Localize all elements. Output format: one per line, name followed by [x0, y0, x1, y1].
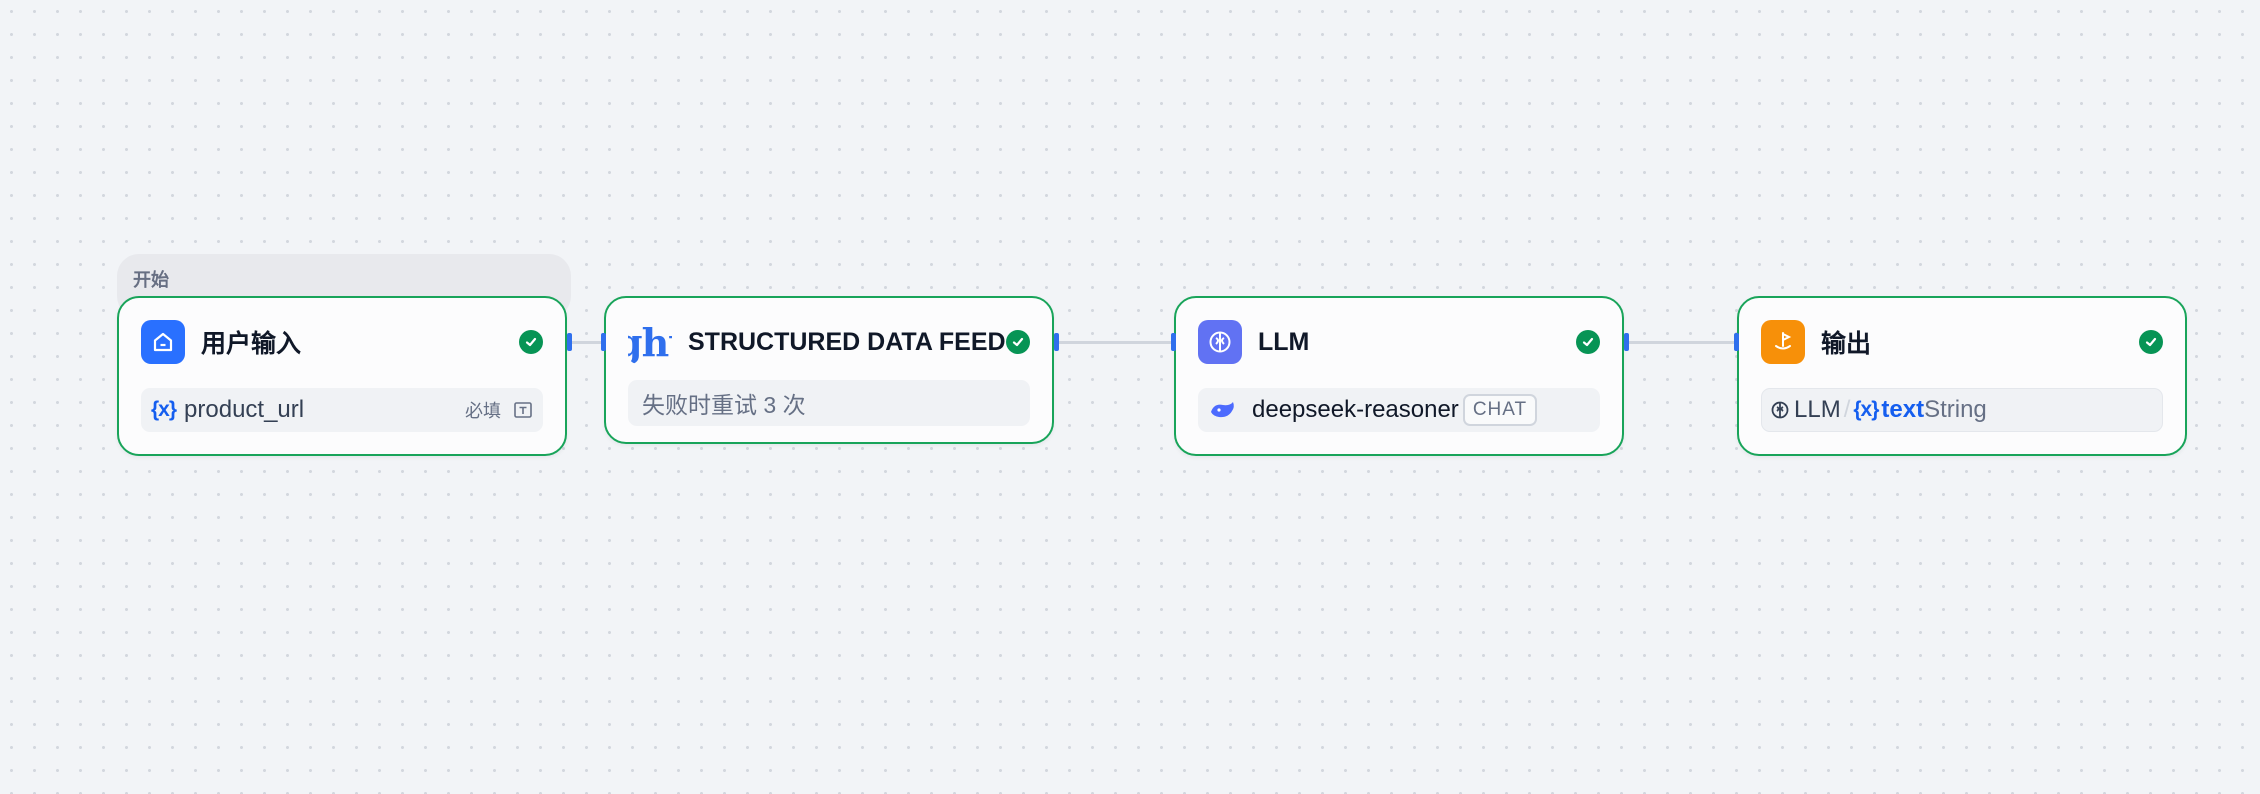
source-node-name: LLM: [1794, 396, 1841, 423]
tool-logo-icon: ght: [628, 320, 672, 364]
variable-type: String: [1924, 396, 1987, 423]
success-check-icon: [519, 330, 543, 354]
edge-start-tool[interactable]: [570, 341, 604, 344]
model-mode-badge: CHAT: [1462, 394, 1538, 426]
variable-icon: {x}: [1853, 398, 1879, 421]
retry-text: 失败时重试 3 次: [642, 392, 806, 418]
llm-output-port[interactable]: [1624, 333, 1629, 351]
variable-icon: {x}: [151, 398, 177, 421]
text-input-type-icon: [513, 400, 533, 420]
output-input-port[interactable]: [1734, 333, 1739, 351]
node-user-input[interactable]: 用户输入 {x} product_url 必填: [117, 296, 567, 456]
node-title: 输出: [1821, 330, 1872, 358]
llm-ref-icon: [1770, 400, 1790, 420]
group-label: 开始: [133, 270, 169, 290]
node-llm[interactable]: LLM deepseek-reasoner CHAT: [1174, 296, 1624, 456]
input-variable-row[interactable]: {x} product_url 必填: [141, 388, 543, 432]
edge-llm-output[interactable]: [1625, 341, 1737, 344]
brain-icon: [1198, 320, 1242, 364]
variable-name: text: [1881, 396, 1925, 423]
model-selector[interactable]: deepseek-reasoner CHAT: [1198, 388, 1600, 432]
node-structured-data-feeds[interactable]: ght STRUCTURED DATA FEEDS 失败时重试 3 次: [604, 296, 1054, 444]
node-title: LLM: [1258, 327, 1310, 356]
node-output[interactable]: 输出 LLM / {x} text String: [1737, 296, 2187, 456]
retry-info: 失败时重试 3 次: [628, 380, 1030, 426]
start-output-port[interactable]: [567, 333, 572, 351]
edge-tool-llm[interactable]: [1055, 341, 1175, 344]
deepseek-whale-icon: [1208, 399, 1238, 421]
node-title: 用户输入: [201, 330, 302, 358]
home-icon: [141, 320, 185, 364]
node-title: STRUCTURED DATA FEEDS: [688, 327, 1006, 356]
success-check-icon: [2139, 330, 2163, 354]
llm-input-port[interactable]: [1171, 333, 1176, 351]
variable-name: product_url: [184, 396, 305, 423]
success-check-icon: [1576, 330, 1600, 354]
output-icon: [1761, 320, 1805, 364]
required-label: 必填: [465, 401, 501, 421]
model-name: deepseek-reasoner: [1252, 396, 1459, 423]
tool-input-port[interactable]: [601, 333, 606, 351]
path-separator: /: [1843, 396, 1851, 423]
tool-output-port[interactable]: [1054, 333, 1059, 351]
output-variable-ref[interactable]: LLM / {x} text String: [1761, 388, 2163, 432]
success-check-icon: [1006, 330, 1030, 354]
